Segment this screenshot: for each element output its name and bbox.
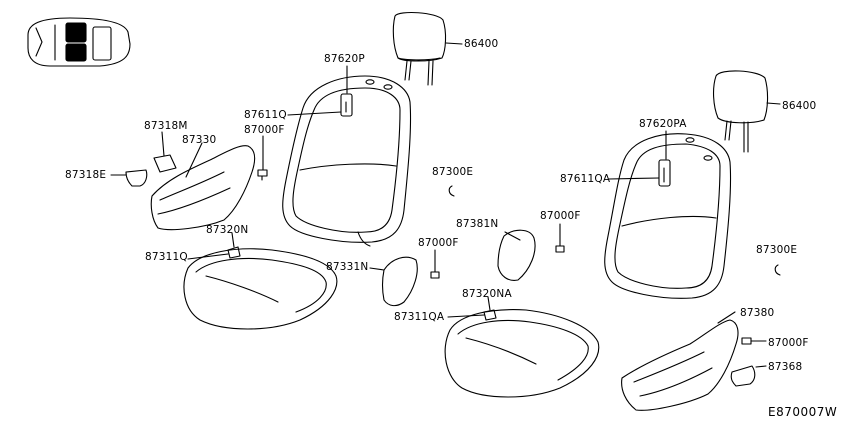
seat-cushion-right — [445, 297, 599, 397]
label-knob-right: 87368 — [768, 361, 803, 373]
label-screw-left-upper: 87000F — [244, 124, 285, 136]
diagram-code: E870007W — [768, 405, 838, 419]
label-back-pad-clip-left: 87611Q — [244, 109, 287, 121]
headrest-right — [714, 71, 780, 152]
label-back-pad-clip-right: 87611QA — [560, 173, 611, 185]
label-clip-left: 87300E — [432, 166, 474, 178]
seat-back-left — [283, 66, 411, 246]
label-cushion-trim-right: 87320NA — [462, 288, 512, 300]
label-headrest-left: 86400 — [464, 38, 499, 50]
clip-left — [449, 186, 454, 196]
finisher-87380 — [622, 312, 738, 410]
knob-87368 — [731, 366, 766, 386]
label-finisher-center-right: 87381N — [456, 218, 499, 230]
screw-left-upper — [258, 136, 267, 180]
seat-cushion-left — [184, 233, 337, 329]
screw-center — [431, 250, 439, 278]
vehicle-locator-icon — [28, 18, 130, 66]
label-finisher-left: 87330 — [182, 134, 217, 146]
label-screw-center: 87000F — [418, 237, 459, 249]
finisher-87331N — [370, 257, 417, 305]
label-back-trim-right: 87620PA — [639, 118, 687, 130]
label-cushion-trim-left: 87320N — [206, 224, 249, 236]
label-cushion-clip-left: 87311Q — [145, 251, 188, 263]
clip-right — [775, 265, 780, 275]
label-knob-upper: 87318M — [144, 120, 188, 132]
label-screw-right: 87000F — [768, 337, 809, 349]
headrest-left — [393, 13, 462, 85]
label-back-trim-left: 87620P — [324, 53, 365, 65]
seat-back-right — [605, 131, 731, 298]
label-finisher-right: 87380 — [740, 307, 775, 319]
knob-87318E — [111, 170, 147, 186]
label-finisher-center: 87331N — [326, 261, 369, 273]
screw-center-right — [556, 224, 564, 252]
screw-right — [742, 338, 766, 344]
finisher-87330 — [151, 143, 254, 230]
label-knob-lower: 87318E — [65, 169, 107, 181]
finisher-87381N — [498, 230, 535, 280]
label-headrest-right: 86400 — [782, 100, 817, 112]
label-screw-center-right: 87000F — [540, 210, 581, 222]
label-cushion-clip-right: 87311QA — [394, 311, 445, 323]
knob-87318M — [154, 132, 176, 172]
label-clip-right: 87300E — [756, 244, 798, 256]
